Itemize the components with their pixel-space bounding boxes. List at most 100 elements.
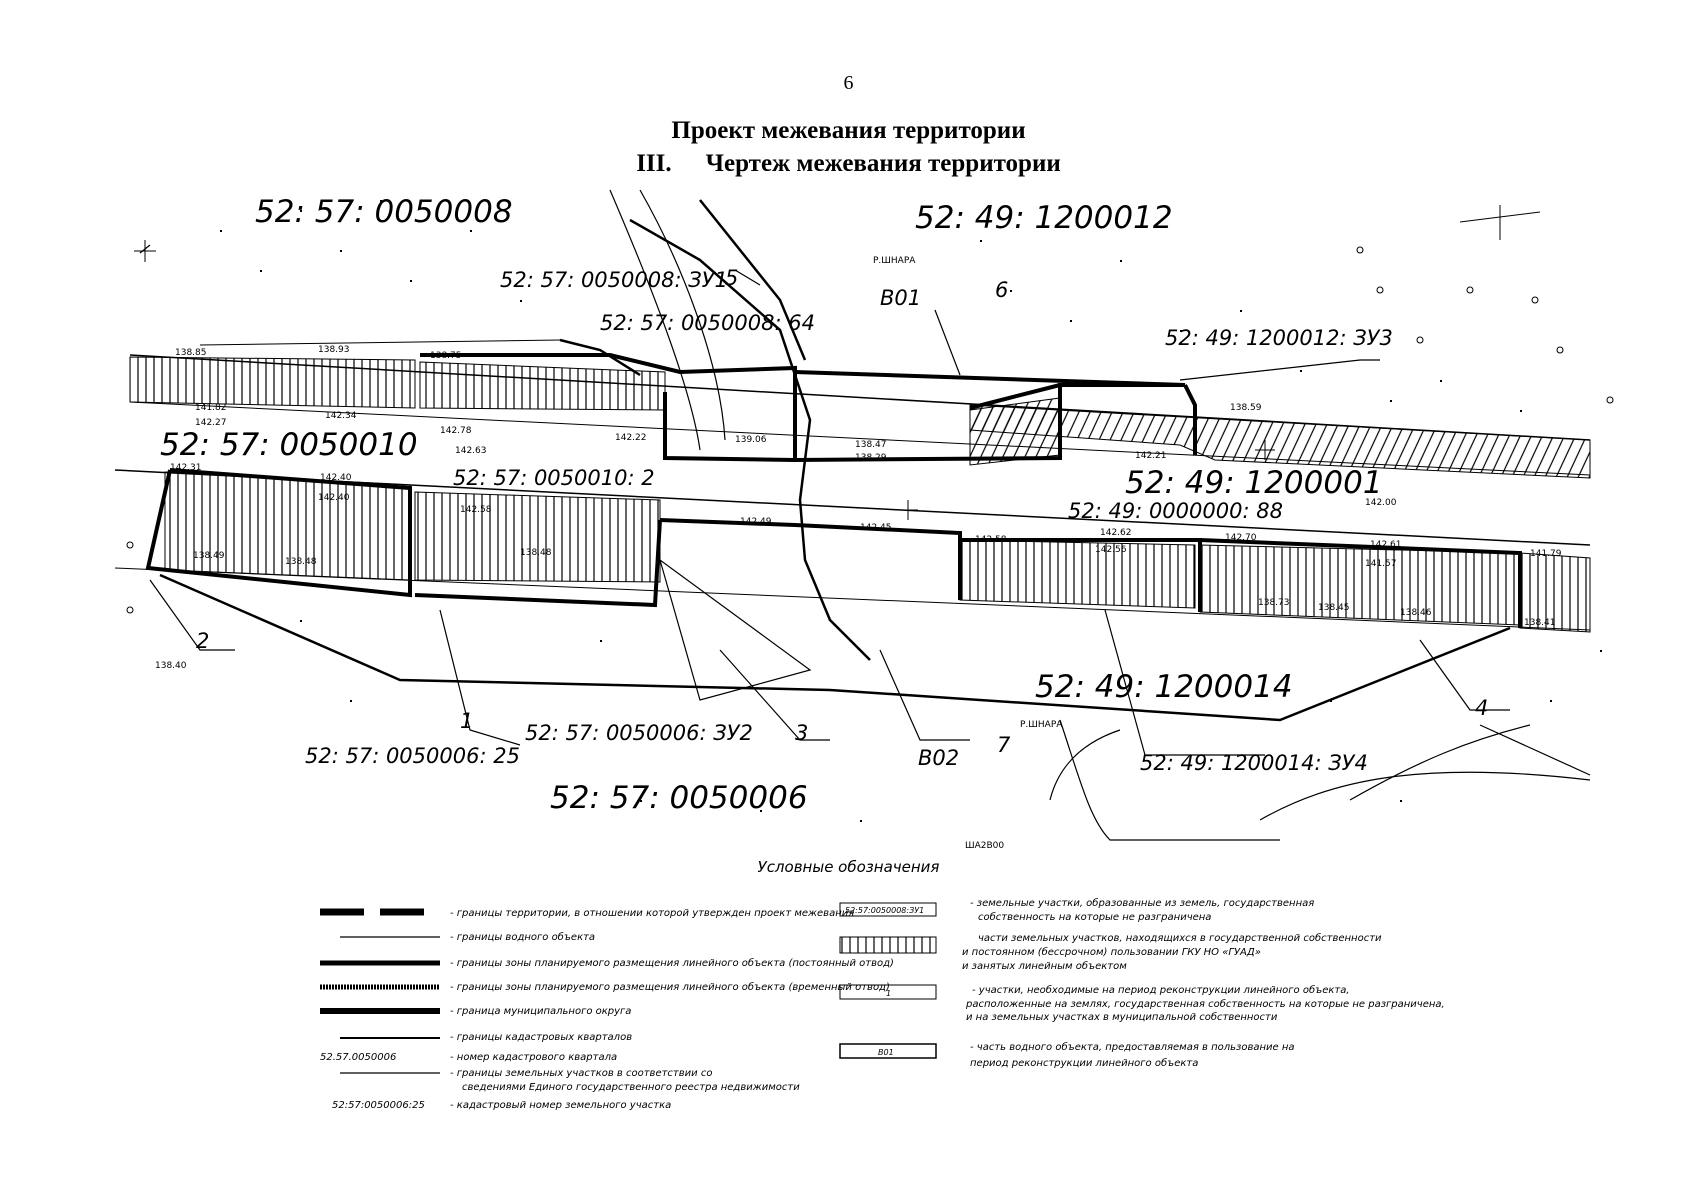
legend-item: - границы зоны планируемого размещения л… [450,957,894,969]
zone-number: 1 [460,709,473,733]
elevation: 142.40 [320,473,352,483]
river-label: Р.ШНАРА [1020,720,1063,730]
quarter-label: 52: 57: 0050006 [550,780,808,816]
legend-item: - граница муниципального округа [450,1006,631,1017]
quarter-label: 52: 49: 1200012 [915,200,1173,236]
legend-item: - границы земельных участков в соответст… [450,1068,712,1079]
water-labels: В01 В02 Р.ШНАРА Р.ШНАРА ША2В00 [873,256,1063,851]
legend-item: части земельных участков, находящихся в … [978,932,1382,944]
zone-number: 6 [995,278,1008,302]
elevation: 142.62 [1100,528,1132,538]
section-title: Чертеж межевания территории [705,150,1061,177]
plot-label: 52: 49: 1200012: ЗУ3 [1165,326,1393,350]
elevation: 142.27 [195,418,227,428]
hatched-zones [129,356,1591,633]
legend-item: - кадастровый номер земельного участка [450,1100,671,1111]
water-part-label: В01 [880,286,921,310]
legend-item: собственность на которые не разграничена [978,911,1211,923]
legend: - границы территории, в отношении которо… [320,897,1445,1111]
elevation: 142.61 [1370,540,1402,550]
zone-number: 5 [725,266,738,290]
legend-item: - участки, необходимые на период реконст… [972,984,1350,996]
legend-item: - границы зоны планируемого размещения л… [450,981,890,993]
legend-title: Условные обозначения [757,858,940,876]
zone-number: 3 [795,721,808,745]
elevation: 138.46 [1400,608,1432,618]
elevation: 138.48 [285,557,317,567]
legend-sample: 52:57:0050008:ЗУ1 [845,906,924,915]
cadastral-boundaries [159,199,1511,722]
elevation: 138.75 [430,351,462,361]
legend-sample: 52:57:0050006:25 [332,1100,425,1111]
water-part-label: В02 [918,746,959,770]
elevation: 141.79 [1530,549,1562,559]
legend-item: - номер кадастрового квартала [450,1052,617,1063]
allotment-boundaries [145,353,1522,628]
plot-label: 52: 49: 1200014: ЗУ4 [1140,751,1368,775]
elevation: 138.47 [855,440,887,450]
elevation: 142.31 [170,463,202,473]
elevation: 138.73 [1258,598,1290,608]
legend-sample: В01 [878,1048,894,1057]
legend-sample: 1 [886,989,891,998]
quarter-label: 52: 57: 0050008 [255,194,513,230]
legend-item: период реконструкции линейного объекта [970,1057,1198,1069]
elevation: 142.63 [455,446,487,456]
elevation: 142.21 [1135,451,1167,461]
elevation: 142.49 [740,517,772,527]
map-note: ША2В00 [965,841,1004,851]
quarter-labels: 52: 57: 0050008 52: 49: 1200012 52: 57: … [160,194,1383,816]
zone-number: 7 [997,733,1011,757]
zone-number: 2 [196,629,209,653]
elevation: 142.58 [460,505,492,515]
elevation: 142.56 [1095,545,1127,555]
plot-label: 52: 57: 0050006: 25 [305,744,520,768]
elevation-marks: 138.85 138.93 138.75 141.82 142.34 142.2… [155,345,1562,671]
legend-item: и занятых линейным объектом [962,960,1127,972]
elevation: 138.48 [520,548,552,558]
section-number: III. [636,150,672,177]
plot-label: 52: 57: 0050008: 64 [600,311,815,335]
elevation: 138.29 [855,453,887,463]
elevation: 142.70 [1225,533,1257,543]
elevation: 142.40 [318,493,350,503]
plot-label: 52: 57: 0050010: 2 [453,466,655,490]
elevation: 138.45 [1318,603,1350,613]
thin-lines [139,189,1591,841]
plot-label: 52: 49: 0000000: 88 [1068,499,1283,523]
elevation: 141.57 [1365,559,1397,569]
legend-item: расположенные на землях, государственная… [965,998,1445,1010]
river-label: Р.ШНАРА [873,256,916,266]
elevation: 138.40 [155,661,187,671]
elevation: 138.85 [175,348,207,358]
elevation: 138.59 [1230,403,1262,413]
legend-item: - часть водного объекта, предоставляемая… [970,1041,1295,1053]
elevation: 142.78 [440,426,472,436]
elevation: 139.06 [735,435,767,445]
elevation: 138.41 [1524,618,1556,628]
elevation: 138.49 [193,551,225,561]
zone-numbers: 1 2 3 4 5 6 7 [196,266,1488,757]
survey-marks [126,205,1614,614]
quarter-label: 52: 49: 1200001 [1125,465,1383,501]
legend-item: и постоянном (бессрочном) пользовании ГК… [962,946,1261,958]
zone-number: 4 [1475,696,1488,720]
page-number: 6 [843,72,854,94]
terrain-points [220,200,1602,822]
legend-item: - границы кадастровых кварталов [450,1032,632,1043]
legend-item: - земельные участки, образованные из зем… [970,897,1314,909]
legend-item: и на земельных участках в муниципальной … [966,1011,1278,1023]
elevation: 142.22 [615,433,647,443]
legend-sample: 52.57.0050006 [320,1052,396,1063]
elevation: 142.00 [1365,498,1397,508]
legend-item: - границы территории, в отношении которо… [450,908,854,919]
elevation: 142.45 [860,523,892,533]
plot-label: 52: 57: 0050008: ЗУ1 [500,268,728,292]
elevation: 142.34 [325,411,357,421]
plot-labels: 52: 57: 0050008: ЗУ1 52: 57: 0050008: 64… [305,268,1393,775]
legend-item: - границы водного объекта [450,931,595,943]
legend-item: сведениями Единого государственного реес… [462,1082,800,1093]
elevation: 141.82 [195,403,227,413]
quarter-label: 52: 49: 1200014 [1035,669,1293,705]
